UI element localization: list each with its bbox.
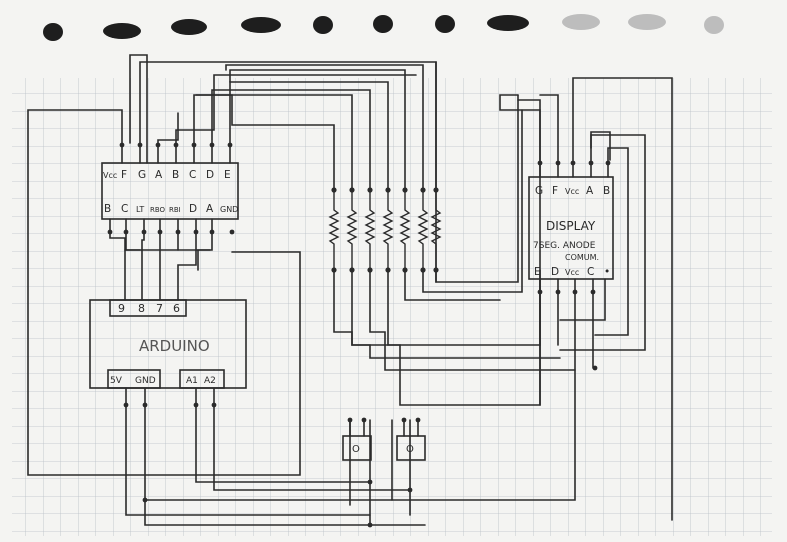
ic-pin-a-bottom: A [206, 203, 214, 215]
display-pin-e: E [534, 266, 541, 278]
arduino-pin-6: 6 [173, 302, 180, 315]
ic-pin-rbi: RBI [169, 206, 181, 214]
arduino-pin-gnd: GND [135, 376, 156, 386]
arduino-pin-8: 8 [138, 302, 145, 315]
display-pin-f: F [552, 185, 558, 197]
display-pin-vcc: Vcc [565, 187, 579, 196]
ic-pin-f: F [121, 169, 127, 181]
arduino-pin-9: 9 [118, 302, 125, 315]
junction-dots [107, 142, 611, 528]
display-bottom-pin-labels: E D Vcc C • [534, 266, 610, 278]
arduino-pin-7: 7 [156, 302, 163, 315]
arduino-pin-a2: A2 [204, 376, 216, 386]
ic-pin-b: B [172, 169, 179, 181]
binder-holes [43, 14, 724, 41]
bcd-decoder-ic [101, 162, 239, 220]
display-subtitle-2: COMUM. [565, 253, 599, 262]
ic-pin-a: A [155, 169, 163, 181]
display-subtitle: 7SEG. ANODE [533, 241, 596, 251]
display-top-pin-labels: G F Vcc A B [535, 185, 610, 197]
ic-pin-gnd: GND [220, 205, 238, 214]
push-button-2 [396, 435, 426, 461]
ic-pin-g: G [138, 169, 146, 181]
labels: Vcc F G A B C D E B C LT RBO RBI D A GND… [103, 169, 610, 455]
seven-segment-display [528, 176, 614, 280]
resistor-array [328, 190, 442, 270]
display-pin-g: G [535, 185, 543, 197]
display-pin-c: C [587, 266, 594, 278]
arduino-label: ARDUINO [139, 337, 210, 355]
display-pin-vcc-bottom: Vcc [565, 268, 579, 277]
display-pin-b: B [603, 185, 610, 197]
ic-pin-d: D [206, 169, 214, 181]
ic-pin-vcc: Vcc [103, 171, 117, 180]
display-pin-a: A [586, 185, 594, 197]
arduino-bottom-pin-labels: 5V GND A1 A2 [110, 376, 216, 386]
arduino-pin-a1: A1 [186, 376, 198, 386]
ic-pin-e: E [224, 169, 231, 181]
button-2-label: O [406, 444, 414, 455]
display-pin-d: D [551, 266, 559, 278]
ic-pin-rbo: RBO [150, 206, 166, 214]
ic-pin-c: C [189, 169, 196, 181]
ic-top-pin-labels: Vcc F G A B C D E [103, 169, 231, 181]
ic-pin-c-bottom: C [121, 203, 128, 215]
button-1-label: O [352, 444, 360, 455]
display-title: DISPLAY [546, 219, 596, 233]
wiring [27, 54, 673, 526]
arduino-top-pin-labels: 9 8 7 6 [118, 302, 180, 315]
arduino-pin-5v: 5V [110, 376, 123, 386]
ic-pin-b-bottom: B [104, 203, 111, 215]
push-button-1 [342, 435, 372, 461]
ic-pin-d-bottom: D [189, 203, 197, 215]
ic-bottom-pin-labels: B C LT RBO RBI D A GND [104, 203, 238, 215]
ic-pin-lt: LT [136, 205, 144, 214]
display-pin-dp: • [604, 266, 610, 278]
